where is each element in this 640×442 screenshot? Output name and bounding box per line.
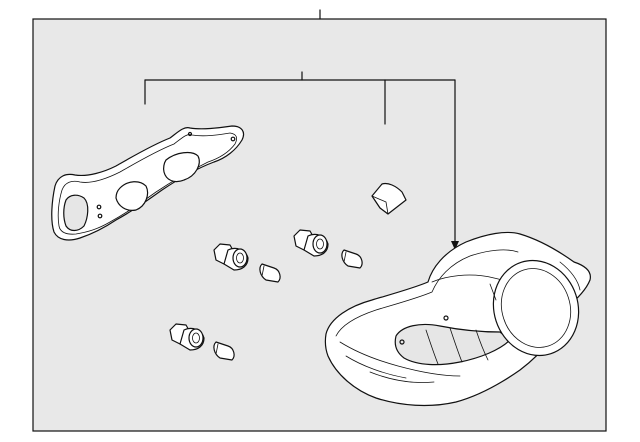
bulb-middle [259,263,281,283]
socket-cap [371,182,407,215]
callout-bracket [144,71,459,250]
mounting-gasket [51,125,245,241]
bulb-upper [341,249,363,269]
bulb-socket-upper [293,229,329,257]
bulb-lower [213,341,235,361]
tail-lamp-housing [324,231,591,407]
bulb-socket-lower [169,323,205,351]
bulb-socket-middle [213,243,249,271]
